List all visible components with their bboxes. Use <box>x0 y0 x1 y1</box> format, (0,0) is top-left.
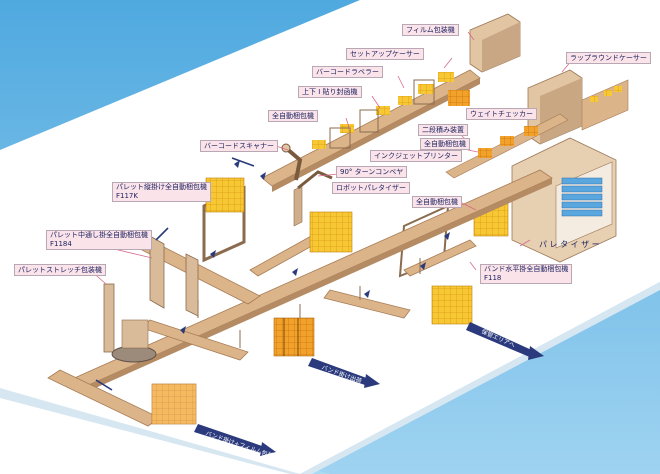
label-film-wrapper: フィルム包装機 <box>402 24 459 36</box>
lower-conveyor <box>47 169 553 427</box>
label-weight-checker: ウェイトチェッカー <box>466 108 537 120</box>
robot-palletizer <box>293 185 303 227</box>
label-auto-strapper-3: 全自動梱包機 <box>412 196 462 208</box>
output-pallets <box>151 285 473 425</box>
flow-arrows <box>180 160 544 456</box>
label-setup-caser: セットアップケーサー <box>346 48 424 60</box>
pallet-band-shipping <box>273 317 315 357</box>
label-robot-palletizer: ロボットパレタイザー <box>332 182 410 194</box>
arrow-band-shipping <box>308 358 372 386</box>
label-barcode-scanner: バーコードスキャナー <box>200 140 278 152</box>
scanner-arm <box>284 146 303 181</box>
pallet-film-shipping <box>151 383 197 425</box>
upper-line <box>261 13 521 227</box>
label-band-horizontal-strapper: バンド水平掛全自動梱包機 F118 <box>480 264 573 284</box>
arrow-storage <box>466 322 536 358</box>
label-pallet-stretch-wrapper: パレットストレッチ包装機 <box>14 264 106 276</box>
floor-edge-bottom <box>0 388 300 474</box>
left-machines <box>103 177 353 363</box>
label-barcode-labeler: バーコードラベラー <box>312 66 383 78</box>
floor-edge-right <box>300 282 660 474</box>
label-palletizer: パ レ タ イ ザ ー <box>539 240 600 249</box>
label-pallet-vertical-strapper: パレット縦掛け全自動梱包機 F117K <box>112 182 211 202</box>
right-line <box>398 69 629 278</box>
pallet-vertical <box>205 177 245 213</box>
label-top-bottom-sealer: 上下 I 貼り封函機 <box>298 86 362 98</box>
label-pallet-middle-strapper: パレット中通し掛全自動梱包機 F1184 <box>46 230 152 250</box>
label-auto-strapper-2: 全自動梱包機 <box>420 138 470 150</box>
stretch-wrapper-mast <box>103 283 115 353</box>
blue-stack <box>561 177 603 217</box>
pallet-storage <box>431 285 473 325</box>
middle-strapper <box>149 235 165 309</box>
label-auto-strapper-1: 全自動梱包機 <box>268 110 318 122</box>
label-double-stacker: 二段積み装置 <box>418 124 468 136</box>
label-wraparound-caser: ラップラウンドケーサー <box>566 52 651 64</box>
arrow-film-shipping <box>194 424 268 454</box>
label-turn-conveyor: 90° ターンコンベヤ <box>336 166 408 178</box>
stretch-wrapper-turntable <box>111 345 157 363</box>
upper-conveyor-side <box>272 78 480 192</box>
pallet-center <box>309 211 353 253</box>
label-inkjet-printer: インクジェットプリンター <box>370 150 462 162</box>
